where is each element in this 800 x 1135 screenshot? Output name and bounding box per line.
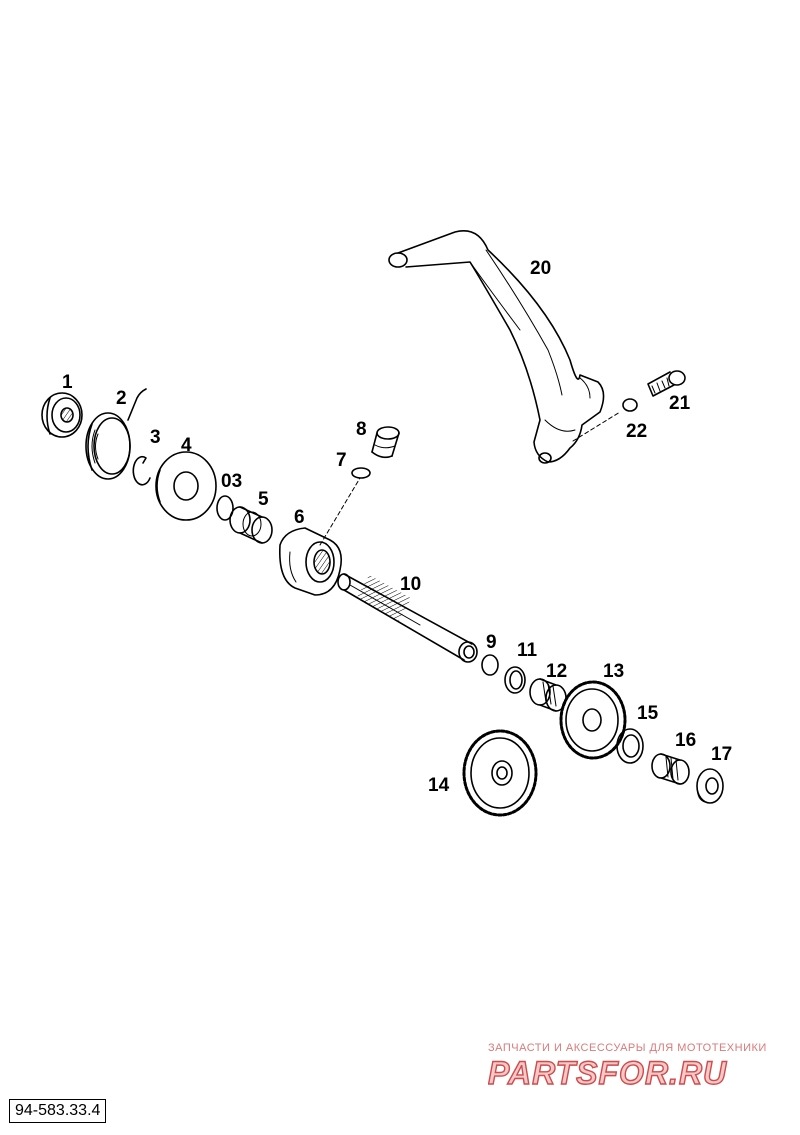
callout-4: 4 xyxy=(181,435,192,456)
part-1-nut xyxy=(41,392,83,438)
callout-8: 8 xyxy=(356,419,367,440)
assembly-axis-lines xyxy=(319,411,621,546)
part-22-washer xyxy=(622,398,638,412)
callout-14: 14 xyxy=(428,775,450,796)
part-17-bushing xyxy=(696,768,724,804)
callout-12: 12 xyxy=(546,661,568,682)
callout-6: 6 xyxy=(294,507,305,528)
watermark-logo: PARTSFOR.RU xyxy=(488,1056,727,1090)
callout-21: 21 xyxy=(669,393,691,414)
watermark-tagline: ЗАПЧАСТИ И АКСЕССУАРЫ ДЛЯ МОТОТЕХНИКИ xyxy=(488,1042,767,1054)
part-03-ring xyxy=(216,495,234,521)
part-20-kickstart-lever xyxy=(388,230,605,464)
part-2-spring xyxy=(85,388,147,480)
part-13-kickstart-gear xyxy=(559,680,627,760)
part-3-circlip xyxy=(132,455,151,486)
part-9-washer xyxy=(481,654,499,676)
diagram-reference-code: 94-583.33.4 xyxy=(9,1099,107,1123)
callout-10: 10 xyxy=(400,574,422,595)
part-6-ratchet-hub xyxy=(278,527,343,596)
part-4-washer-disc xyxy=(155,451,217,521)
callout-16: 16 xyxy=(675,730,697,751)
callout-1: 1 xyxy=(62,372,73,393)
callout-15: 15 xyxy=(637,703,659,724)
callout-11: 11 xyxy=(517,640,538,661)
callout-5: 5 xyxy=(258,489,269,510)
part-15-washer xyxy=(616,728,644,764)
part-16-needle-bearing xyxy=(651,753,690,785)
callout-03: 03 xyxy=(221,471,243,492)
part-10-kickstart-shaft xyxy=(337,573,478,663)
callout-9: 9 xyxy=(486,632,497,653)
svg-text:PARTSFOR.RU: PARTSFOR.RU xyxy=(488,1056,727,1090)
part-5-sleeve xyxy=(229,506,273,544)
callout-17: 17 xyxy=(711,744,733,765)
callout-22: 22 xyxy=(626,421,648,442)
callout-20: 20 xyxy=(530,258,552,279)
callout-7: 7 xyxy=(336,450,347,471)
part-11-washer xyxy=(504,666,526,694)
part-14-idler-gear xyxy=(462,729,538,817)
part-12-needle-bearing xyxy=(529,678,567,712)
part-8-pin xyxy=(371,426,400,459)
callout-13: 13 xyxy=(603,661,625,682)
part-21-bolt xyxy=(647,370,686,397)
part-7-o-ring xyxy=(351,467,371,479)
callout-2: 2 xyxy=(116,388,127,409)
callout-3: 3 xyxy=(150,427,161,448)
